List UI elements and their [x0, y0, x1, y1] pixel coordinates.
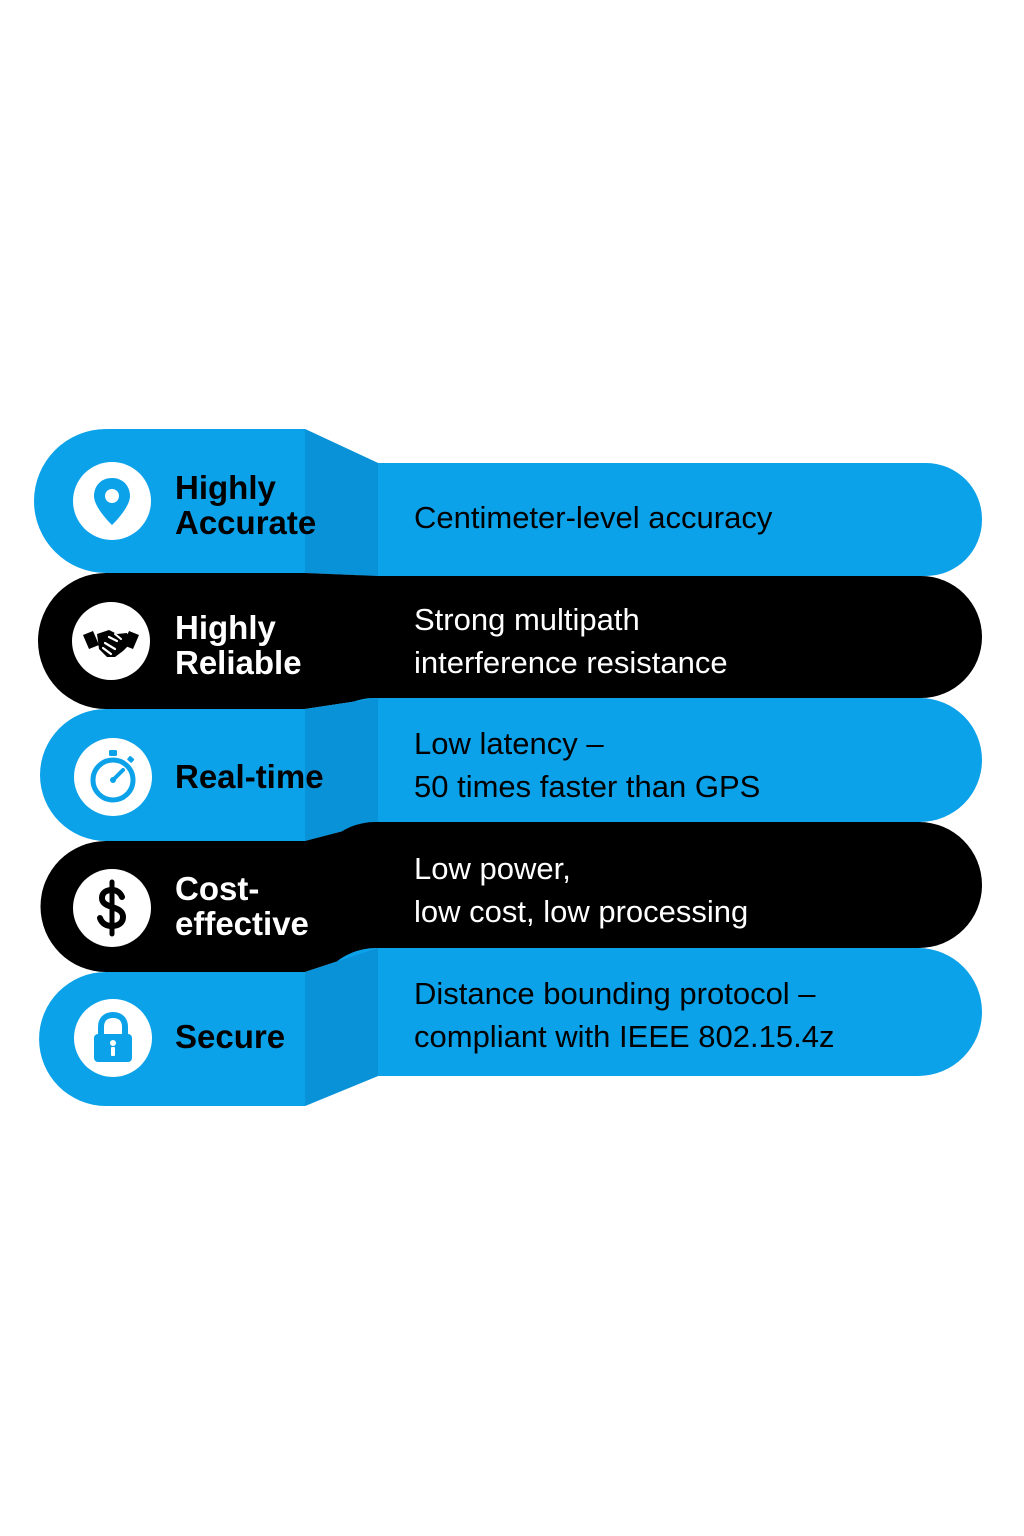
band-1-fold: [305, 429, 378, 576]
feature-title-cost-effective: Cost- effective: [175, 871, 375, 941]
description-line: Low power,: [414, 851, 571, 886]
band-2-right: [312, 576, 982, 698]
band-1-right: [312, 463, 982, 576]
title-line: Highly: [175, 469, 276, 506]
description-line: low cost, low processing: [414, 894, 749, 929]
feature-title-real-time: Real-time: [175, 759, 375, 794]
handshake-icon: [71, 601, 151, 681]
title-line: Cost-: [175, 870, 260, 907]
description-line: Centimeter-level accuracy: [414, 500, 773, 535]
title-line: Highly: [175, 609, 276, 646]
description-line: compliant with IEEE 802.15.4z: [414, 1019, 835, 1054]
feature-title-secure: Secure: [175, 1019, 375, 1054]
description-line: Strong multipath: [414, 602, 640, 637]
dollar-icon: [72, 868, 152, 948]
description-line: Low latency –: [414, 726, 604, 761]
description-line: Distance bounding protocol –: [414, 976, 816, 1011]
feature-description-cost-effective: Low power, low cost, low processing: [414, 847, 974, 933]
feature-description-highly-accurate: Centimeter-level accuracy: [414, 496, 974, 539]
title-line: Accurate: [175, 504, 317, 541]
feature-title-highly-reliable: Highly Reliable: [175, 610, 375, 680]
title-line: Secure: [175, 1018, 286, 1055]
title-line: effective: [175, 905, 309, 942]
band-4-right: [312, 822, 982, 948]
padlock-icon: [73, 998, 153, 1078]
title-line: Reliable: [175, 644, 302, 681]
description-line: 50 times faster than GPS: [414, 769, 761, 804]
title-line: Real-time: [175, 758, 324, 795]
band-5-right: [312, 948, 982, 1076]
location-pin-icon: [72, 461, 152, 541]
feature-description-secure: Distance bounding protocol – compliant w…: [414, 972, 974, 1058]
band-3-fold: [305, 698, 378, 841]
feature-description-highly-reliable: Strong multipath interference resistance: [414, 598, 974, 684]
feature-description-real-time: Low latency – 50 times faster than GPS: [414, 722, 974, 808]
description-line: interference resistance: [414, 645, 728, 680]
band-5-fold: [305, 948, 378, 1106]
stopwatch-icon: [73, 737, 153, 817]
band-3-right: [312, 698, 982, 822]
feature-title-highly-accurate: Highly Accurate: [175, 470, 375, 540]
